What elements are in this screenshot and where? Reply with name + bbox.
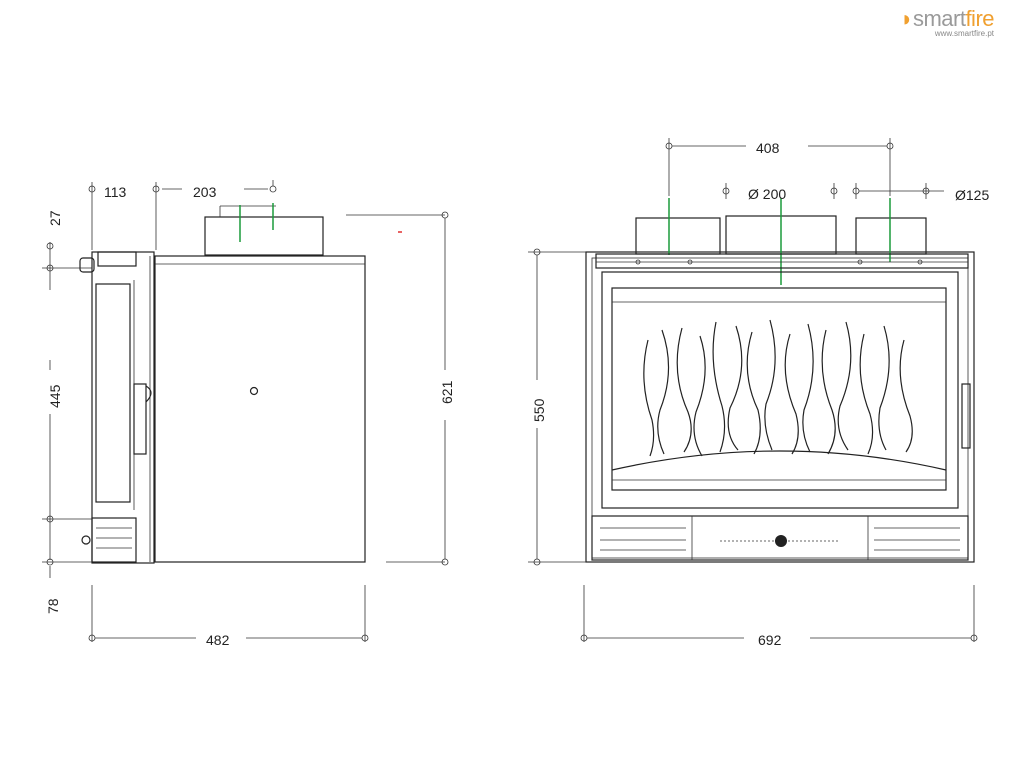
door-handle [133, 383, 147, 455]
front-top-rail [595, 253, 969, 269]
side-door-frame [91, 251, 155, 564]
brand-logo: ◗smartfire www.smartfire.pt [900, 6, 994, 38]
front-glass [611, 287, 947, 491]
dim-diameter-200: Ø 200 [748, 186, 786, 202]
dim-203: 203 [193, 184, 217, 200]
side-view: 113 203 27 445 78 621 [40, 180, 455, 648]
top-hinge [79, 257, 95, 273]
dim-621: 621 [439, 380, 455, 404]
brand-name-part-b: fire [965, 6, 994, 31]
dim-113: 113 [104, 184, 127, 200]
side-flue-duct [204, 216, 324, 256]
side-grille [91, 517, 137, 563]
front-handle [961, 383, 971, 449]
brand-name: ◗smartfire [900, 6, 994, 32]
brand-name-part-a: smart [912, 6, 966, 31]
front-grille [591, 515, 969, 561]
front-duct-left [635, 217, 721, 255]
firebed-curve [611, 450, 947, 471]
air-control-knob [775, 535, 787, 547]
front-glass-frame [601, 271, 959, 509]
front-outer-frame [585, 251, 975, 563]
flame-icon: ◗ [900, 6, 913, 31]
dim-550: 550 [531, 398, 547, 422]
brand-url: www.smartfire.pt [934, 29, 994, 38]
dim-408: 408 [756, 140, 780, 156]
side-center-bolt [249, 386, 259, 396]
top-bracket [97, 251, 137, 267]
flames [643, 319, 913, 457]
side-body-outline [154, 255, 366, 563]
dim-445: 445 [47, 384, 63, 408]
front-view: 408 Ø 200 Ø125 550 692 [528, 138, 989, 648]
front-duct-right [855, 217, 927, 255]
dim-diameter-125: Ø125 [955, 187, 989, 203]
side-glass-panel [95, 283, 131, 503]
dim-27: 27 [47, 210, 63, 226]
dim-78: 78 [45, 598, 61, 614]
dim-692: 692 [758, 632, 782, 648]
dim-482: 482 [206, 632, 230, 648]
